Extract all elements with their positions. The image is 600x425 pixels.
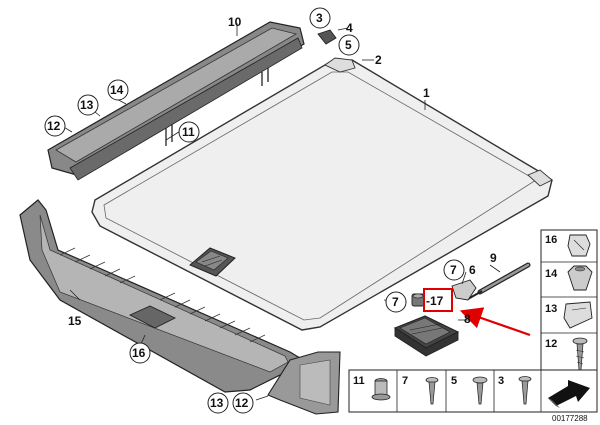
legend-bottom: 11 7 5 3 [348, 369, 598, 413]
legend-16: 16 [545, 234, 557, 246]
screw-3-icon [518, 376, 532, 405]
callout-13-bottom: 13 [210, 396, 224, 410]
legend-11: 11 [353, 375, 365, 387]
callout-15: 15 [68, 314, 82, 328]
callout-4: 4 [346, 21, 353, 35]
legend-14: 14 [545, 268, 558, 280]
callout-14: 14 [110, 83, 124, 97]
nut-14-icon [567, 265, 593, 291]
load-floor-panel [91, 57, 553, 331]
side-trim-piece [267, 351, 341, 415]
grommet-11-icon [371, 378, 391, 401]
legend-right: 16 14 13 12 [540, 229, 598, 376]
callout-12-top: 12 [47, 119, 61, 133]
callout-11: 11 [182, 125, 195, 139]
callout-7-upper: 7 [450, 263, 457, 277]
legend-13: 13 [545, 303, 557, 315]
callout-3: 3 [316, 11, 323, 25]
diagram-id-label: 00177288 [552, 414, 588, 423]
callout-17: -17 [426, 294, 444, 308]
highlight-arrow [459, 307, 531, 337]
callout-2: 2 [375, 53, 382, 67]
screw-5-icon [472, 376, 488, 405]
callout-13-top: 13 [80, 98, 94, 112]
cover-rail [47, 21, 305, 181]
panel-handle [189, 247, 236, 277]
clip-13-icon [563, 301, 593, 329]
callout-9: 9 [490, 251, 497, 265]
callout-7-lower: 7 [392, 295, 399, 309]
screw-12-icon [572, 337, 588, 371]
legend-5: 5 [451, 375, 457, 387]
callout-numbers: 10 3 4 5 2 1 14 13 12 11 15 16 7 6 9 7 -… [47, 11, 497, 410]
callout-circles [44, 7, 465, 414]
highlight-box [423, 288, 453, 312]
bush-part [411, 293, 425, 307]
legend-12: 12 [545, 338, 557, 350]
callout-1: 1 [423, 86, 430, 100]
callout-10: 10 [228, 15, 242, 29]
arrow-symbol-icon [548, 380, 590, 408]
callout-12-bottom: 12 [235, 396, 249, 410]
handle-assembly [393, 315, 460, 357]
callout-6: 6 [469, 263, 476, 277]
clip-part [317, 29, 337, 45]
clip-16-icon [567, 234, 591, 257]
legend-7: 7 [402, 375, 408, 387]
callout-16: 16 [132, 346, 146, 360]
gas-strut [467, 262, 531, 300]
callout-5: 5 [345, 38, 352, 52]
bracket-part [451, 279, 477, 301]
callout-8: 8 [464, 312, 471, 326]
legend-3: 3 [498, 375, 504, 387]
screw-7-icon [425, 377, 439, 405]
